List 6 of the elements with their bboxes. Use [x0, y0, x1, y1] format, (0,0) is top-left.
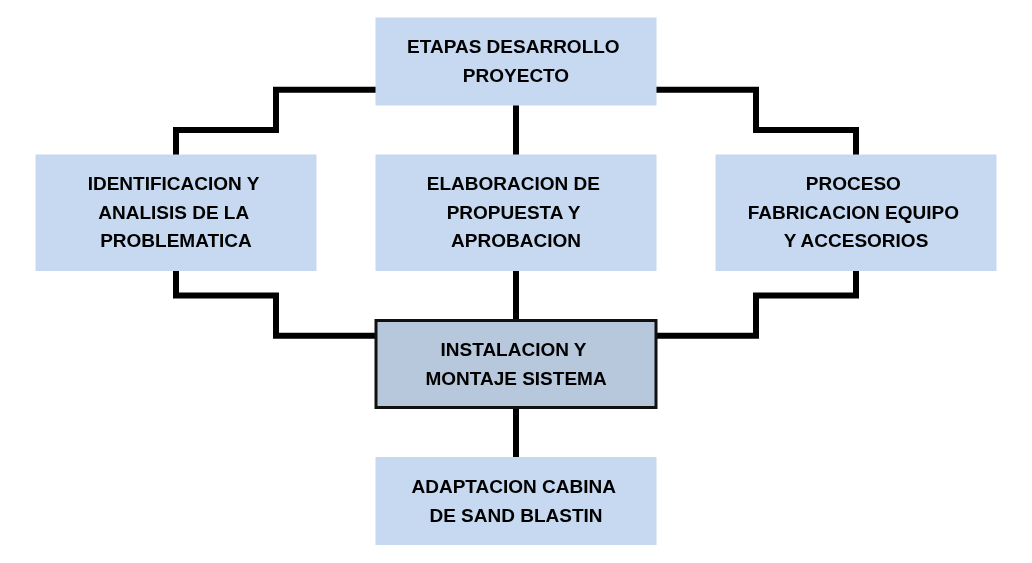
- node-box: ELABORACION DE PROPUESTA Y APROBACION: [375, 154, 657, 272]
- node-box: PROCESO FABRICACION EQUIPO Y ACCESORIOS: [715, 154, 997, 272]
- node-box: INSTALACION Y MONTAJE SISTEMA: [374, 319, 658, 410]
- node-box: ETAPAS DESARROLLO PROYECTO: [375, 17, 657, 106]
- node-box: IDENTIFICACION Y ANALISIS DE LA PROBLEMATICA: [35, 154, 317, 272]
- node-box: ADAPTACION CABINA DE SAND BLASTIN: [375, 457, 657, 546]
